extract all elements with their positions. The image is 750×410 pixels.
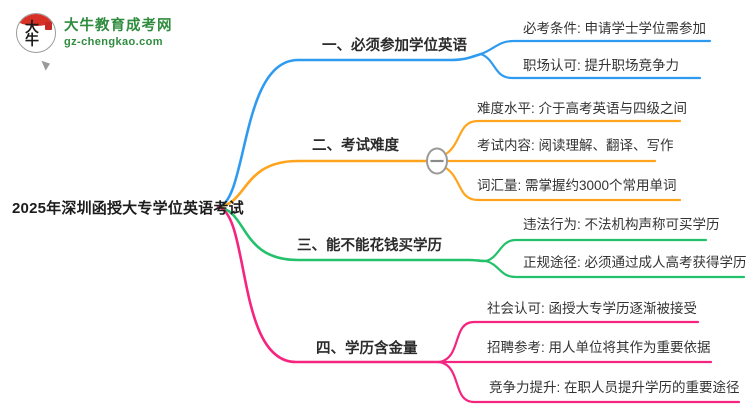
leaf-node-2-1[interactable]: 难度水平: 介于高考英语与四级之间 xyxy=(477,101,688,116)
leaf-node-3-1[interactable]: 违法行为: 不法机构声称可买学历 xyxy=(523,217,720,232)
branch-1-lines xyxy=(216,39,712,209)
logo-badge-text: 大牛 xyxy=(25,19,42,48)
logo-bubble-icon: 大牛 xyxy=(16,13,56,53)
leaf-node-1-1[interactable]: 必考条件: 申请学士学位需参加 xyxy=(523,21,707,36)
site-logo[interactable]: 大牛 大牛教育成考网 gz-chengkao.com xyxy=(16,13,173,72)
site-name: 大牛教育成考网 xyxy=(64,17,173,34)
collapse-button[interactable] xyxy=(426,147,448,175)
leaf-node-2-2[interactable]: 考试内容: 阅读理解、翻译、写作 xyxy=(477,138,674,153)
logo-text-block: 大牛教育成考网 gz-chengkao.com xyxy=(64,18,173,48)
leaf-node-4-3[interactable]: 竞争力提升: 在职人员提升学历的重要途径 xyxy=(489,380,740,395)
root-node[interactable]: 2025年深圳函授大专学位英语考试 xyxy=(12,200,244,217)
branch-node-3[interactable]: 三、能不能花钱买学历 xyxy=(297,238,442,254)
branch-3-lines xyxy=(216,205,746,279)
leaf-node-3-2[interactable]: 正规途径: 必须通过成人高考获得学历 xyxy=(523,255,747,270)
branch-node-4[interactable]: 四、学历含金量 xyxy=(316,341,418,357)
leaf-node-1-2[interactable]: 职场认可: 提升职场竞争力 xyxy=(523,58,680,73)
leaf-node-4-2[interactable]: 招聘参考: 用人单位将其作为重要依据 xyxy=(487,340,711,355)
branch-4-lines xyxy=(216,205,741,404)
site-url: gz-chengkao.com xyxy=(64,35,163,48)
logo-seal-icon xyxy=(45,22,52,30)
branch-2-lines xyxy=(216,119,682,209)
leaf-node-4-1[interactable]: 社会认可: 函授大专学历逐渐被接受 xyxy=(487,301,698,316)
branch-node-1[interactable]: 一、必须参加学位英语 xyxy=(322,38,467,54)
leaf-node-2-3[interactable]: 词汇量: 需掌握约3000个常用单词 xyxy=(477,178,677,193)
branch-node-2[interactable]: 二、考试难度 xyxy=(312,138,399,154)
